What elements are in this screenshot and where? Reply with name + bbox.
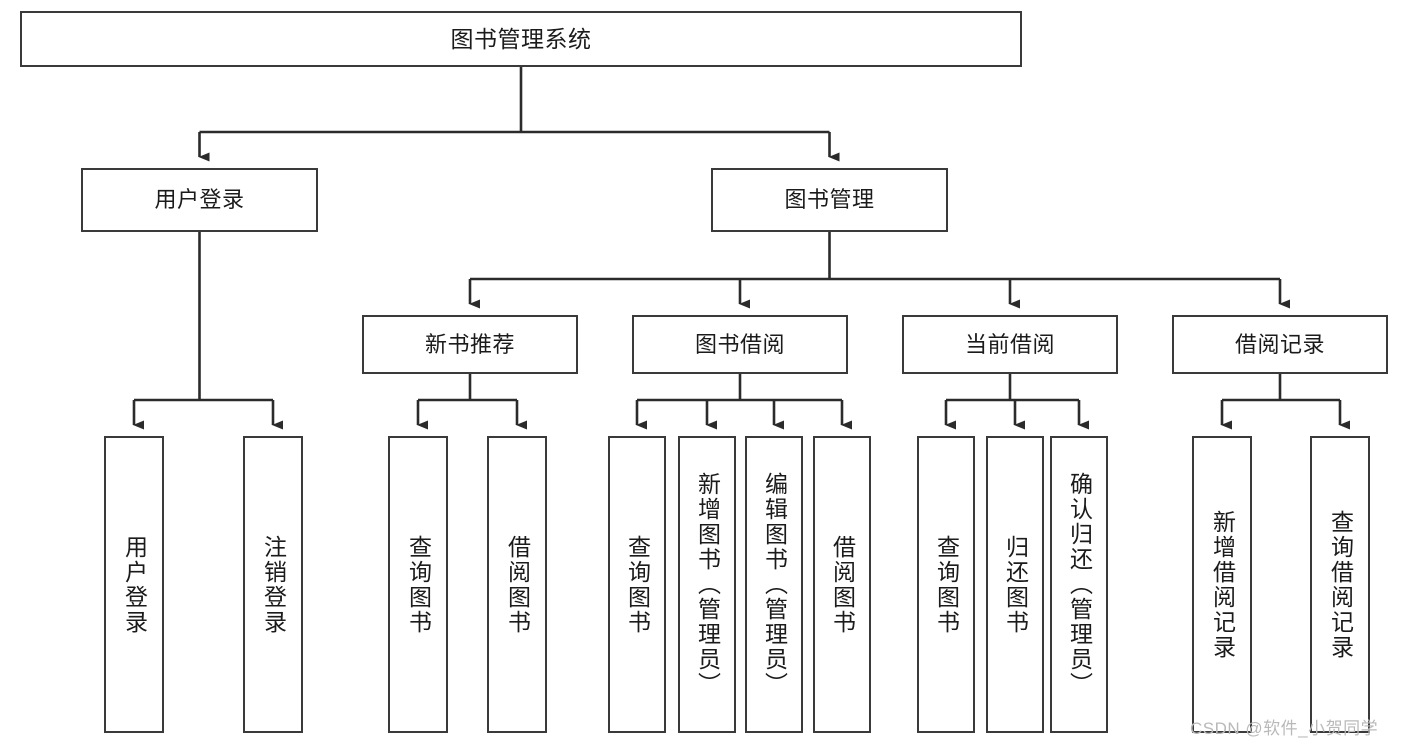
- node-label: 查询图书: [624, 534, 651, 635]
- node-label: 确认归还（管理员）: [1066, 472, 1093, 697]
- node-borrow-record[interactable]: 借阅记录: [1172, 315, 1388, 374]
- node-leaf-add-record[interactable]: 新增借阅记录: [1192, 436, 1252, 733]
- node-label: 查询图书: [933, 534, 960, 635]
- node-leaf-logout[interactable]: 注销登录: [243, 436, 303, 733]
- node-label: 查询图书: [405, 534, 432, 635]
- node-leaf-confirm-return[interactable]: 确认归还（管理员）: [1050, 436, 1108, 733]
- node-leaf-return-book[interactable]: 归还图书: [986, 436, 1044, 733]
- node-new-book-recommend[interactable]: 新书推荐: [362, 315, 578, 374]
- node-label: 当前借阅: [964, 331, 1055, 357]
- node-label: 注销登录: [260, 534, 287, 635]
- node-label: 借阅图书: [504, 534, 531, 635]
- node-leaf-add-book[interactable]: 新增图书（管理员）: [678, 436, 736, 733]
- node-label: 新书推荐: [424, 331, 515, 357]
- node-current-borrow[interactable]: 当前借阅: [902, 315, 1118, 374]
- node-leaf-user-login[interactable]: 用户登录: [104, 436, 164, 733]
- node-leaf-borrow-book-2[interactable]: 借阅图书: [813, 436, 871, 733]
- node-label: 新增图书（管理员）: [694, 472, 721, 697]
- node-label: 用户登录: [121, 534, 148, 635]
- node-label: 编辑图书（管理员）: [761, 472, 788, 697]
- node-label: 图书管理系统: [450, 25, 592, 52]
- watermark-text: CSDN @软件_小贺同学: [1190, 719, 1379, 738]
- node-user-login[interactable]: 用户登录: [81, 168, 318, 232]
- node-label: 图书借阅: [694, 331, 785, 357]
- node-leaf-query-book-1[interactable]: 查询图书: [388, 436, 448, 733]
- node-label: 查询借阅记录: [1327, 509, 1354, 660]
- node-label: 图书管理: [784, 187, 875, 213]
- node-root-system[interactable]: 图书管理系统: [20, 11, 1022, 67]
- node-label: 用户登录: [154, 187, 245, 213]
- node-book-borrow[interactable]: 图书借阅: [632, 315, 848, 374]
- node-leaf-borrow-book-1[interactable]: 借阅图书: [487, 436, 547, 733]
- node-label: 新增借阅记录: [1209, 509, 1236, 660]
- node-leaf-query-book-3[interactable]: 查询图书: [917, 436, 975, 733]
- node-leaf-edit-book[interactable]: 编辑图书（管理员）: [745, 436, 803, 733]
- node-label: 归还图书: [1002, 534, 1029, 635]
- node-leaf-query-book-2[interactable]: 查询图书: [608, 436, 666, 733]
- node-leaf-query-record[interactable]: 查询借阅记录: [1310, 436, 1370, 733]
- node-book-management[interactable]: 图书管理: [711, 168, 948, 232]
- node-label: 借阅图书: [829, 534, 856, 635]
- node-label: 借阅记录: [1234, 331, 1325, 357]
